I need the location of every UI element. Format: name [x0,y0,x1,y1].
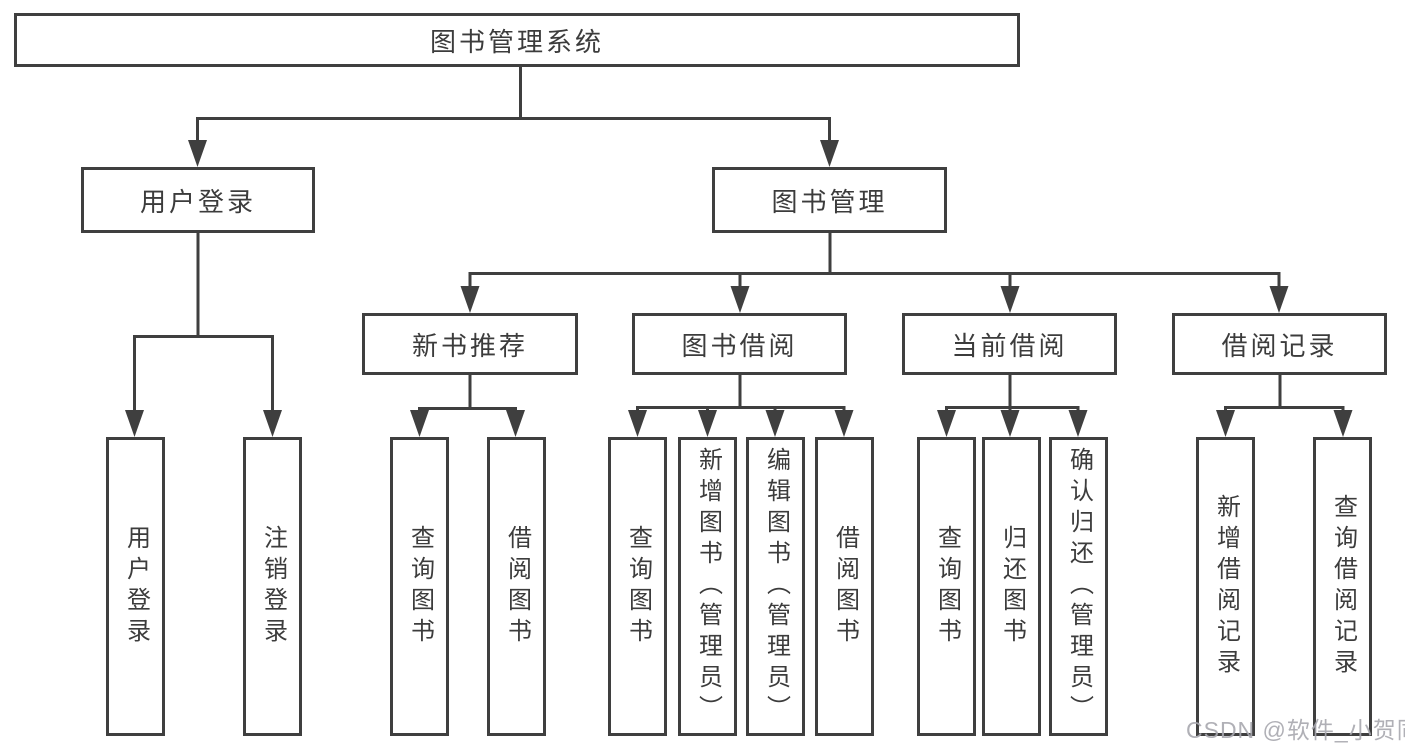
leaf-query-books-borrowing: 查询图书 [608,437,667,736]
node-borrow-records-label: 借阅记录 [1221,330,1338,361]
node-book-borrowing-label: 图书借阅 [681,330,798,361]
node-current-borrowing: 当前借阅 [902,313,1117,375]
csdn-watermark: CSDN @软件_小贺同学 [1186,717,1405,743]
node-book-borrowing: 图书借阅 [632,313,847,375]
node-new-book-recommend: 新书推荐 [362,313,578,375]
node-book-management: 图书管理 [712,167,947,233]
leaf-add-borrow-record: 新增借阅记录 [1196,437,1255,736]
leaf-edit-books-admin-label: 编辑图书（管理员） [762,447,790,726]
leaf-user-login: 用户登录 [106,437,165,736]
leaf-borrow-books-recommend: 借阅图书 [487,437,546,736]
node-user-login-label: 用户登录 [139,186,256,217]
leaf-borrow-books-borrowing-label: 借阅图书 [831,524,859,649]
leaf-add-borrow-record-label: 新增借阅记录 [1212,493,1240,680]
leaf-return-books: 归还图书 [982,437,1041,736]
leaf-query-books-recommend: 查询图书 [390,437,449,736]
leaf-query-books-recommend-label: 查询图书 [406,524,434,649]
leaf-logout-label: 注销登录 [259,524,287,649]
node-borrow-records: 借阅记录 [1172,313,1387,375]
leaf-add-books-admin-label: 新增图书（管理员） [694,447,722,726]
leaf-query-borrow-record: 查询借阅记录 [1313,437,1372,736]
arrow-down-icons [125,140,1353,437]
leaf-confirm-return-admin-label: 确认归还（管理员） [1065,447,1093,726]
leaf-return-books-label: 归还图书 [998,524,1026,649]
leaf-query-borrow-record-label: 查询借阅记录 [1329,493,1357,680]
node-book-management-label: 图书管理 [771,186,888,217]
node-current-borrowing-label: 当前借阅 [951,330,1068,361]
leaf-user-login-label: 用户登录 [122,524,150,649]
leaf-borrow-books-borrowing: 借阅图书 [815,437,874,736]
node-root-label: 图书管理系统 [429,26,604,57]
node-user-login: 用户登录 [81,167,315,233]
leaf-edit-books-admin: 编辑图书（管理员） [746,437,805,736]
leaf-add-books-admin: 新增图书（管理员） [678,437,737,736]
leaf-logout: 注销登录 [243,437,302,736]
leaf-query-books-current-label: 查询图书 [933,524,961,649]
node-root-system: 图书管理系统 [14,13,1020,67]
leaf-query-books-borrowing-label: 查询图书 [624,524,652,649]
node-new-book-recommend-label: 新书推荐 [411,330,528,361]
leaf-borrow-books-recommend-label: 借阅图书 [503,524,531,649]
leaf-query-books-current: 查询图书 [917,437,976,736]
leaf-confirm-return-admin: 确认归还（管理员） [1049,437,1108,736]
